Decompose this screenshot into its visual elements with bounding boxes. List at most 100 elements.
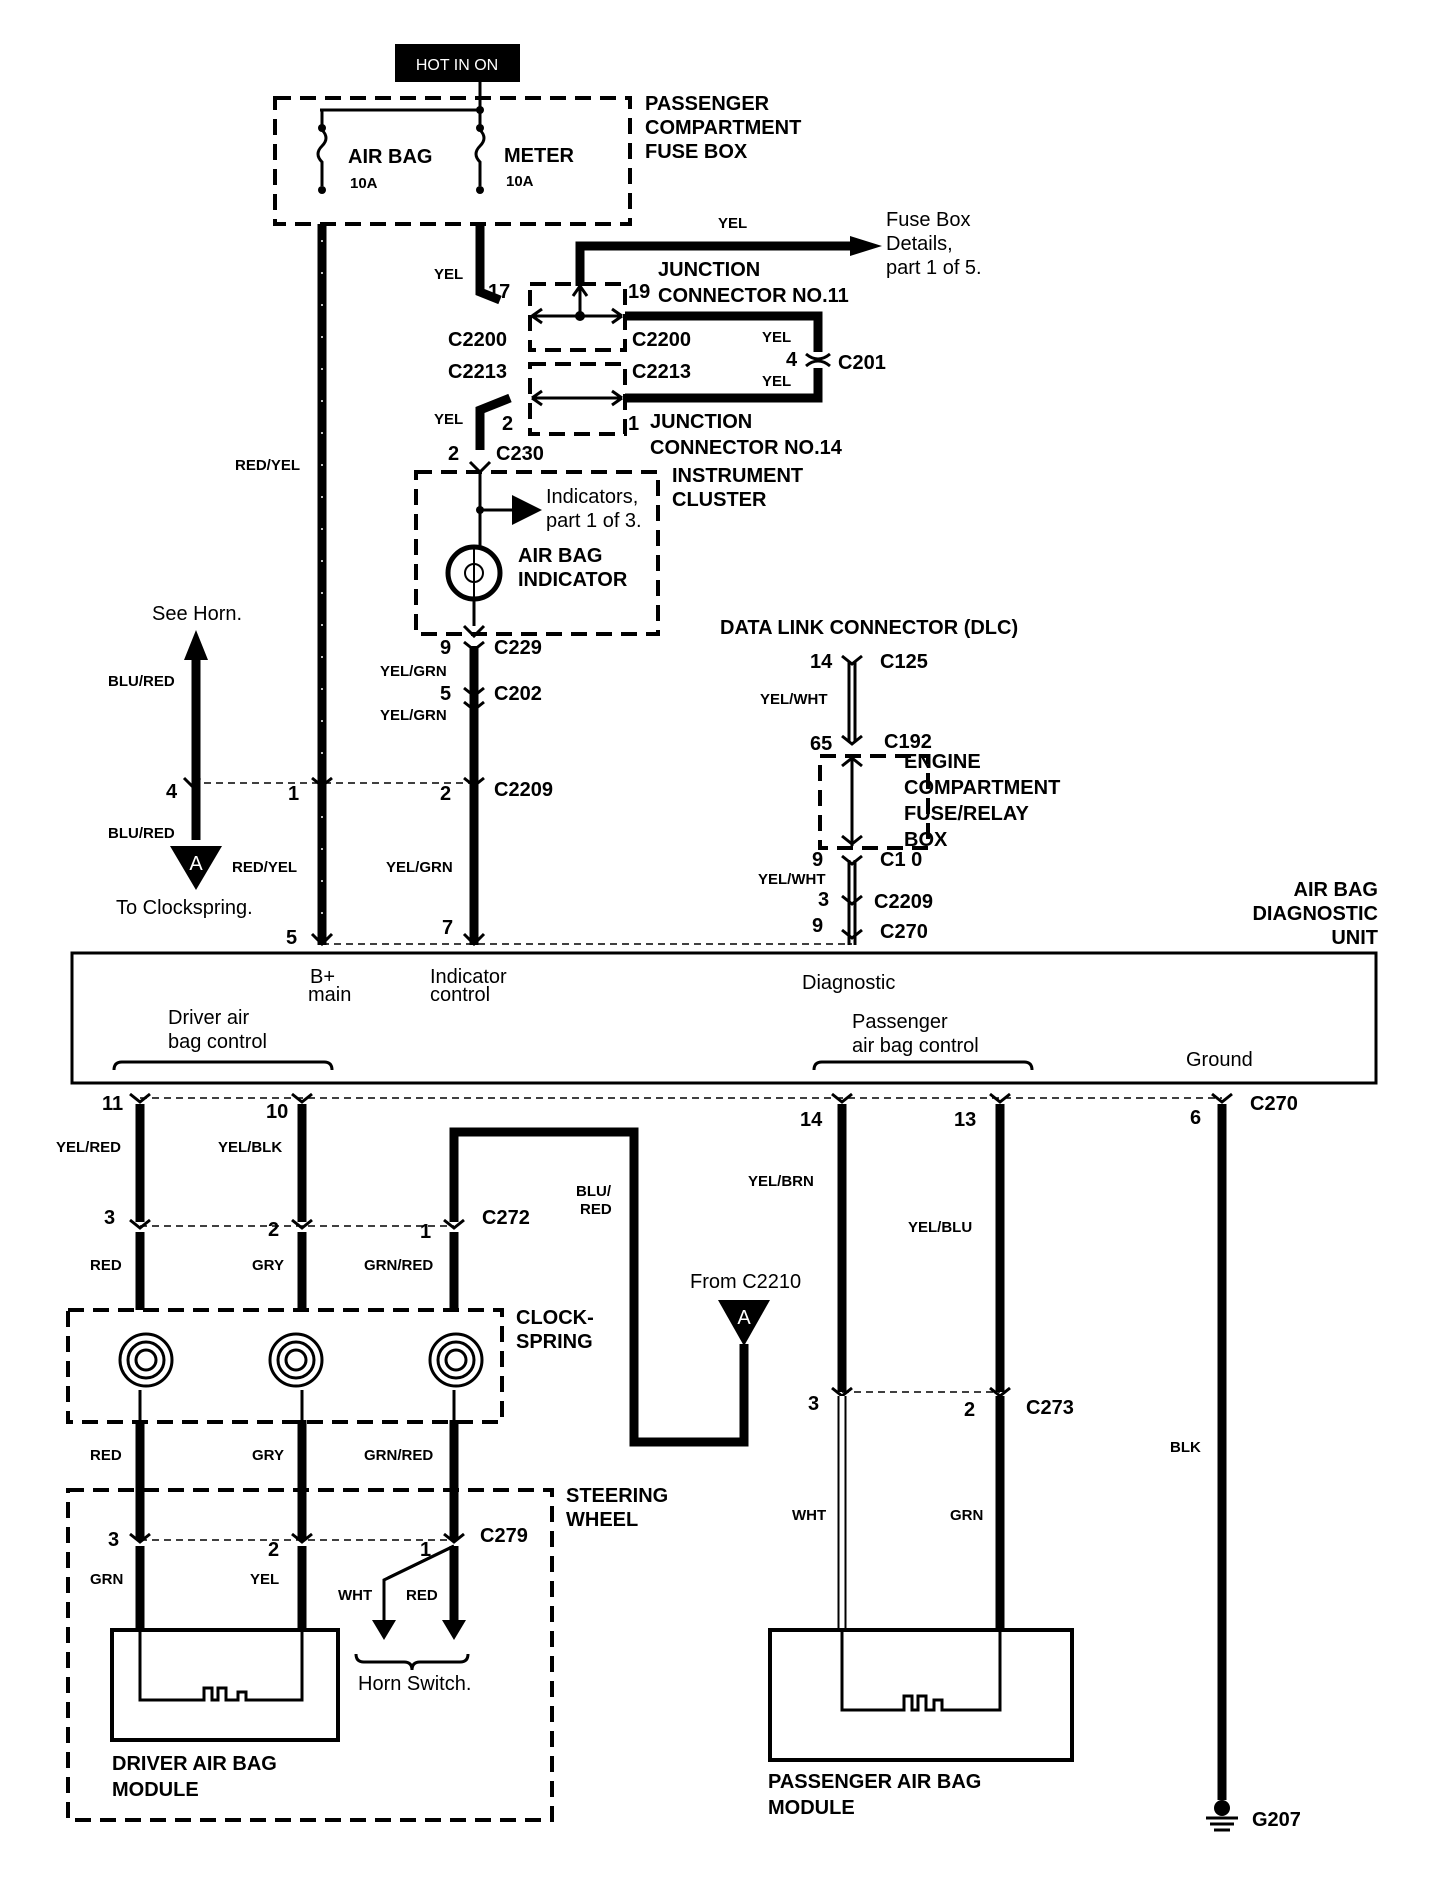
wire-label: YEL/BLU (908, 1219, 972, 1236)
connector-label: C270 (880, 921, 928, 943)
connector-label: C125 (880, 651, 928, 673)
unit-title-3: UNIT (1331, 927, 1378, 949)
fuse2-name: METER (504, 145, 575, 167)
pin-label: 4 (166, 781, 178, 803)
wire-blu-red-clockspring (449, 1127, 749, 1447)
clockspring-title-2: SPRING (516, 1331, 593, 1353)
connector-label: C192 (884, 731, 932, 753)
pin-label: 3 (808, 1393, 819, 1415)
wire-label: GRN/RED (364, 1257, 433, 1274)
cluster-title-2: CLUSTER (672, 489, 767, 511)
connector-label: C202 (494, 683, 542, 705)
connector-a-marker-2 (718, 1300, 770, 1346)
pin-label: 5 (440, 683, 451, 705)
clockspring-ref: To Clockspring. (116, 897, 253, 919)
unit-title-1: AIR BAG (1294, 879, 1378, 901)
pin-label: 9 (812, 849, 823, 871)
pin-label: 65 (810, 733, 832, 755)
c2210-ref: From C2210 (690, 1271, 801, 1293)
wire-label: YEL/GRN (380, 707, 447, 724)
connector-label: C272 (482, 1207, 530, 1229)
junction-14-title-2: CONNECTOR NO.14 (650, 437, 843, 459)
pin-label: 6 (1190, 1107, 1201, 1129)
pin-label: 9 (812, 915, 823, 937)
pin-label: 19 (628, 281, 650, 303)
cluster-ref-2: part 1 of 3. (546, 510, 642, 532)
instrument-cluster (414, 470, 660, 636)
wire-label: RED (580, 1201, 612, 1218)
engine-box-4: BOX (904, 829, 948, 851)
connector-label: C273 (1026, 1397, 1074, 1419)
junction-11-title-1: JUNCTION (658, 259, 760, 281)
junction-14-title-1: JUNCTION (650, 411, 752, 433)
wire-yel-c201-upper (625, 311, 823, 352)
unit-pin-diagnostic: Diagnostic (802, 972, 895, 994)
unit-pass-2: air bag control (852, 1035, 979, 1057)
pin-label: 11 (102, 1093, 123, 1115)
wire-label: RED/YEL (235, 457, 300, 474)
steering-title-1: STEERING (566, 1485, 668, 1507)
fuse1-rating: 10A (350, 175, 378, 192)
airbag-indicator-lamp-icon (445, 544, 503, 602)
wire-label: YEL/RED (56, 1139, 121, 1156)
pin-label: 1 (420, 1221, 431, 1243)
pin-label: 3 (104, 1207, 115, 1229)
pin-label: 5 (286, 927, 297, 949)
airbag-diagnostic-unit (70, 951, 1378, 1085)
wire-label: YEL (250, 1571, 279, 1588)
passenger-fuse-box (273, 96, 632, 226)
clockspring-title-1: CLOCK- (516, 1307, 594, 1329)
clockspring-box (66, 1308, 504, 1424)
unit-pin-control: control (430, 984, 490, 1006)
passenger-airbag-module (768, 1628, 1074, 1762)
unit-pin-bplus: B+ (310, 966, 335, 988)
connector-label: C1 0 (880, 849, 922, 871)
wire-label: WHT (338, 1587, 372, 1604)
pin-label: 7 (442, 917, 453, 939)
wire-label: WHT (792, 1507, 826, 1524)
wire-label: GRN (950, 1507, 983, 1524)
pin-label: 2 (964, 1399, 975, 1421)
hot-in-on-label: HOT IN ON (395, 44, 520, 82)
fuse-box-title-3: FUSE BOX (645, 141, 748, 163)
pin-label: 1 (628, 413, 639, 435)
unit-pass-1: Passenger (852, 1011, 948, 1033)
wire-label: YEL (434, 411, 463, 428)
wire-label: GRN/RED (364, 1447, 433, 1464)
pin-label: 3 (818, 889, 829, 911)
connector-label: C230 (496, 443, 544, 465)
clockspring-coil-icon (118, 1332, 484, 1388)
connector-label: C270 (1250, 1093, 1298, 1115)
pin-label: 1 (420, 1539, 431, 1561)
driver-module-title-1: DRIVER AIR BAG (112, 1753, 277, 1775)
fuse-ref-1: Fuse Box (886, 209, 970, 231)
engine-fuse-relay-box (818, 754, 930, 850)
connector-label: C2209 (874, 891, 933, 913)
unit-title-2: DIAGNOSTIC (1252, 903, 1378, 925)
pin-label: 3 (108, 1529, 119, 1551)
connector-label: C2200 (632, 329, 691, 351)
steering-title-2: WHEEL (566, 1509, 638, 1531)
driver-squib-icon (138, 1630, 304, 1702)
pin-label: 4 (786, 349, 798, 371)
wire-label: YEL (434, 266, 463, 283)
wire-yel-c201-lower (625, 368, 823, 403)
fuse-box-title-2: COMPARTMENT (645, 117, 801, 139)
wire-label: YEL/WHT (760, 691, 828, 708)
connector-a-marker (170, 846, 222, 890)
engine-box-3: FUSE/RELAY (904, 803, 1030, 825)
wire-label: RED (406, 1587, 438, 1604)
meter-fuse-icon (474, 128, 486, 186)
passenger-module-title-1: PASSENGER AIR BAG (768, 1771, 981, 1793)
wire-label: BLU/ (576, 1183, 612, 1200)
connector-label: C229 (494, 637, 542, 659)
unit-pin-main: main (308, 984, 351, 1006)
pin-label: 10 (266, 1101, 288, 1123)
pin-label: 13 (954, 1109, 976, 1131)
indicator-title-1: AIR BAG (518, 545, 602, 567)
wire-label: YEL (762, 373, 791, 390)
pin-label: 14 (810, 651, 833, 673)
connector-label: C2200 (448, 329, 507, 351)
pin-label: 14 (800, 1109, 823, 1131)
wire-yel-top (575, 241, 850, 286)
